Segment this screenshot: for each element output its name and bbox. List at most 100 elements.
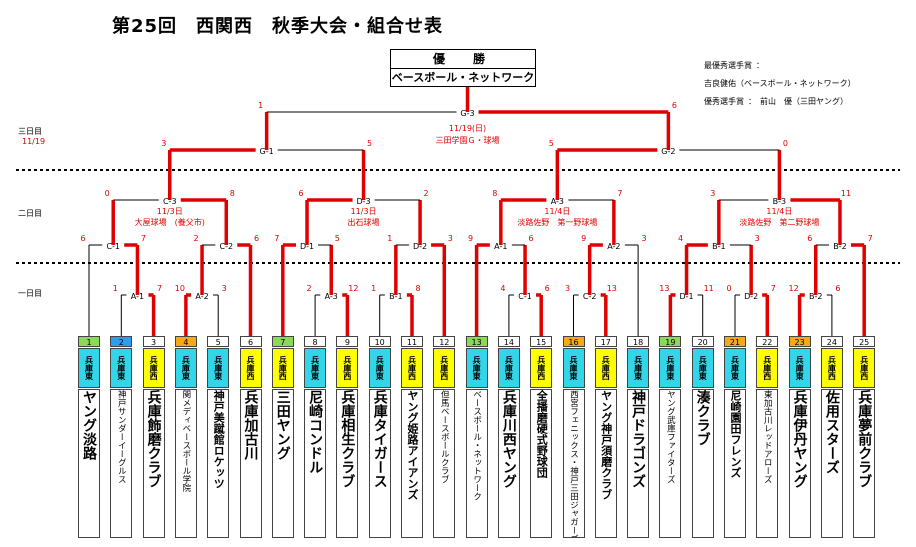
award-sep: ：: [748, 97, 756, 106]
score: 9: [581, 234, 586, 243]
label-bg: [456, 108, 479, 118]
score: 3: [448, 234, 453, 243]
final-venue: 三田学園Ｇ・球場: [436, 135, 500, 145]
team-number: 8: [304, 336, 327, 347]
team-region: 兵庫東: [788, 348, 811, 388]
award-excellent: 優秀選手賞：前山 優（三田ヤング）: [704, 93, 916, 111]
match-label: A-3: [551, 197, 564, 206]
team-name: 兵庫加古川: [239, 389, 262, 538]
team-number: 9: [336, 336, 359, 347]
match-label: G-2: [661, 147, 675, 156]
team-number: 2: [110, 336, 133, 347]
score: 11: [841, 189, 851, 198]
score: 5: [335, 234, 340, 243]
team-number: 18: [627, 336, 650, 347]
team-region: 兵庫西: [530, 348, 553, 388]
label-bg: [602, 241, 625, 251]
team-name: 尼崎コンドル: [304, 389, 327, 538]
team-name: 関メディベースボール学院: [174, 389, 197, 538]
match-label: C-2: [219, 242, 233, 251]
label-bg: [384, 291, 407, 301]
champion-box: 優 勝 ベースボール・ネットワーク: [390, 49, 536, 87]
team-name: 神戸美蹴館ロケッツ: [207, 389, 230, 538]
team-region: 兵庫東: [110, 348, 133, 388]
team-number: 20: [691, 336, 714, 347]
team-name: 湊クラブ: [691, 389, 714, 538]
team-region: 兵庫西: [142, 348, 165, 388]
score: 3: [642, 234, 647, 243]
team-name: 兵庫夢前クラブ: [853, 389, 876, 538]
team-number: 22: [756, 336, 779, 347]
team-region: 兵庫東: [497, 348, 520, 388]
score: 6: [298, 189, 303, 198]
team-region: 兵庫西: [239, 348, 262, 388]
label-bg: [546, 196, 569, 206]
team-region: 兵庫東: [304, 348, 327, 388]
score: 3: [755, 234, 760, 243]
team-name: 但馬ベースボールクラブ: [433, 389, 456, 538]
quarter-venue: 淡路佐野 第二野球場: [739, 217, 819, 227]
team-number: 10: [368, 336, 391, 347]
score: 7: [274, 234, 279, 243]
match-label: A-1: [131, 292, 144, 301]
match-label: G-3: [460, 109, 474, 118]
quarter-date: 11/4日: [766, 207, 792, 216]
team-number: 24: [820, 336, 843, 347]
label-bg: [255, 146, 278, 156]
team-name: 兵庫飾磨クラブ: [142, 389, 165, 538]
score: 13: [607, 284, 617, 293]
team-name: 神戸サンダーイーグルス: [110, 389, 133, 538]
team-name: ヤング神戸須磨クラブ: [594, 389, 617, 538]
score: 1: [113, 284, 118, 293]
award-value: 前山 優（三田ヤング）: [760, 97, 848, 106]
match-label: B-3: [773, 197, 786, 206]
quarter-date: 11/3日: [157, 207, 183, 216]
match-label: D-2: [413, 242, 427, 251]
team-number: 5: [207, 336, 230, 347]
final-date: 11/19(日): [449, 124, 486, 133]
score: 10: [175, 284, 185, 293]
team-region: 兵庫西: [756, 348, 779, 388]
team-region: 兵庫東: [562, 348, 585, 388]
score: 7: [141, 234, 146, 243]
day3-date: 11/19: [22, 137, 46, 146]
team-name: 兵庫相生クラブ: [336, 389, 359, 538]
score: 0: [105, 189, 110, 198]
score: 6: [835, 284, 840, 293]
team-name: 兵庫川西ヤング: [497, 389, 520, 538]
quarter-venue: 大屋球場 (養父市): [135, 217, 205, 227]
match-label: D-3: [356, 197, 370, 206]
score: 12: [348, 284, 358, 293]
score: 1: [387, 234, 392, 243]
match-label: A-3: [325, 292, 338, 301]
team-name: ベースボール・ネットワーク: [465, 389, 488, 538]
team-name: 三田ヤング: [271, 389, 294, 538]
team-region: 兵庫東: [691, 348, 714, 388]
score: 6: [807, 234, 812, 243]
match-label: B-2: [833, 242, 846, 251]
label-bg: [320, 291, 343, 301]
award-value: 吉良健佑（ベースボール・ネットワーク）: [704, 79, 856, 88]
score: 1: [371, 284, 376, 293]
score: 6: [672, 101, 677, 110]
score: 12: [789, 284, 799, 293]
match-label: B-2: [809, 292, 822, 301]
label-bg: [489, 241, 512, 251]
awards: 最優秀選手賞：吉良健佑（ベースボール・ネットワーク） 優秀選手賞：前山 優（三田…: [704, 57, 916, 111]
match-label: D-1: [300, 242, 314, 251]
score: 8: [415, 284, 420, 293]
team-number: 11: [401, 336, 423, 347]
label-bg: [296, 241, 319, 251]
team-region: 兵庫東: [78, 348, 100, 388]
team-number: 4: [174, 336, 197, 347]
label-bg: [102, 241, 125, 251]
